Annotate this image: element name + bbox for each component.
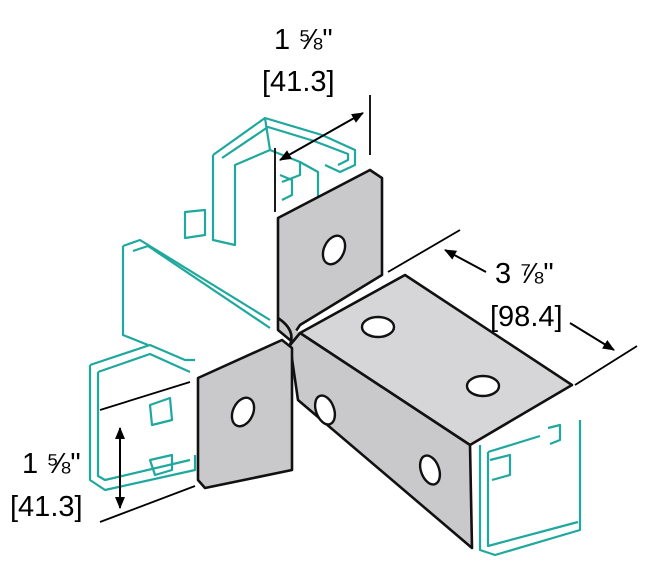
hole bbox=[230, 396, 256, 428]
dimension-left-lines bbox=[99, 381, 196, 523]
hole bbox=[321, 234, 347, 266]
dimension-right-metric: [98.4] bbox=[490, 301, 563, 333]
channel-left bbox=[88, 238, 271, 492]
hole bbox=[465, 374, 501, 398]
hole bbox=[360, 315, 396, 339]
dimension-top-metric: [41.3] bbox=[262, 66, 335, 98]
channel-right bbox=[478, 420, 582, 557]
dimension-top-lines bbox=[274, 95, 371, 212]
channel-top bbox=[183, 116, 357, 247]
holes bbox=[230, 234, 501, 486]
dimension-top-imperial: 1 ⅝" bbox=[274, 24, 333, 56]
hole bbox=[418, 454, 442, 486]
dimension-right-lines bbox=[387, 229, 638, 386]
hole bbox=[313, 394, 337, 426]
dimension-left-imperial: 1 ⅝" bbox=[22, 448, 81, 480]
dimension-right-imperial: 3 ⅞" bbox=[495, 258, 554, 290]
dimension-left-metric: [41.3] bbox=[10, 491, 83, 523]
bracket-plates bbox=[196, 168, 574, 550]
